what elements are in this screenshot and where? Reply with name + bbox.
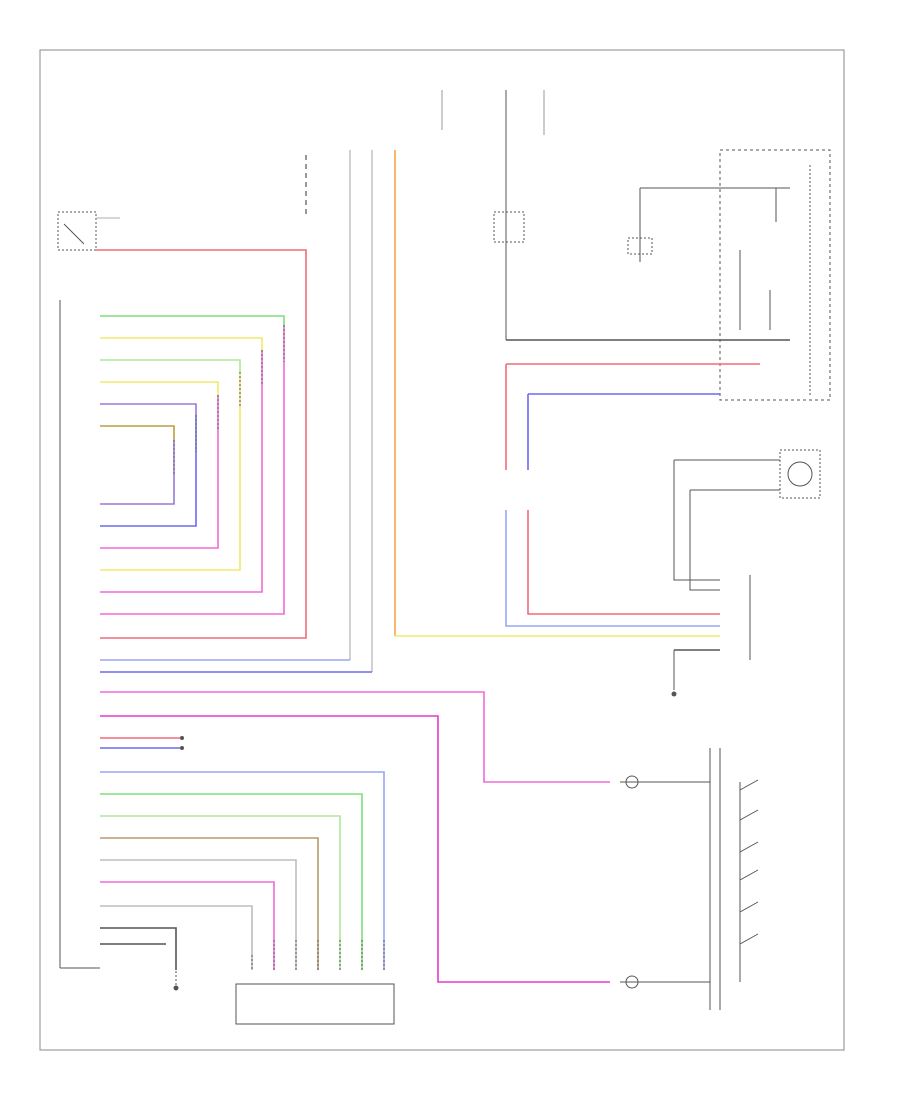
- left-module-bracket: [59, 300, 100, 969]
- top-labels: [230, 85, 272, 121]
- brake-switch: [57, 211, 120, 251]
- diagram-frame: [39, 49, 845, 1051]
- instrument-cluster: [506, 149, 831, 401]
- upper-left-wires: [96, 249, 307, 639]
- lower-wires: [100, 771, 385, 991]
- middle-wires: [100, 635, 720, 983]
- right-connector-group: [505, 364, 720, 627]
- relay-top: [493, 211, 525, 243]
- cruise-control-switch: [620, 748, 759, 1010]
- right-connector-bracket: [671, 575, 751, 697]
- top-power-feeds: [305, 90, 545, 672]
- speed-sensor: [673, 449, 821, 591]
- bottom-sensor: [235, 983, 395, 1025]
